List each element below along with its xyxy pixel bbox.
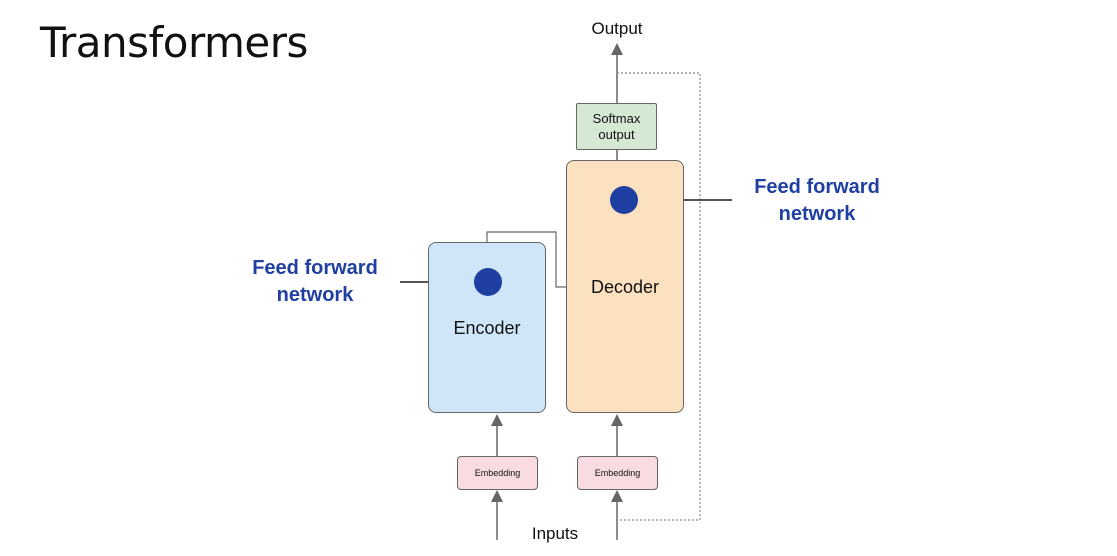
embedding-label-2: Embedding xyxy=(594,468,641,478)
line-encoder-to-decoder xyxy=(486,231,566,288)
inputs-label: Inputs xyxy=(531,524,579,543)
encoder-embedding-box: Embedding xyxy=(457,456,538,490)
softmax-output-box: Softmax output xyxy=(576,103,657,150)
encoder-label: Encoder xyxy=(453,318,521,338)
encoder-ffn-dot xyxy=(474,268,502,296)
dotted-feedback-loop xyxy=(617,72,701,521)
decoder-embedding-box: Embedding xyxy=(577,456,658,490)
embedding-label-1: Embedding xyxy=(474,468,521,478)
feed-forward-label-left: Feed forward network xyxy=(252,257,378,306)
output-label: Output xyxy=(591,19,643,38)
softmax-label: Softmax output xyxy=(592,110,641,142)
decoder-ffn-dot xyxy=(610,186,638,214)
slide-title: Transformers xyxy=(40,18,308,67)
decoder-label: Decoder xyxy=(590,277,660,297)
feed-forward-label-right: Feed forward network xyxy=(754,176,880,225)
